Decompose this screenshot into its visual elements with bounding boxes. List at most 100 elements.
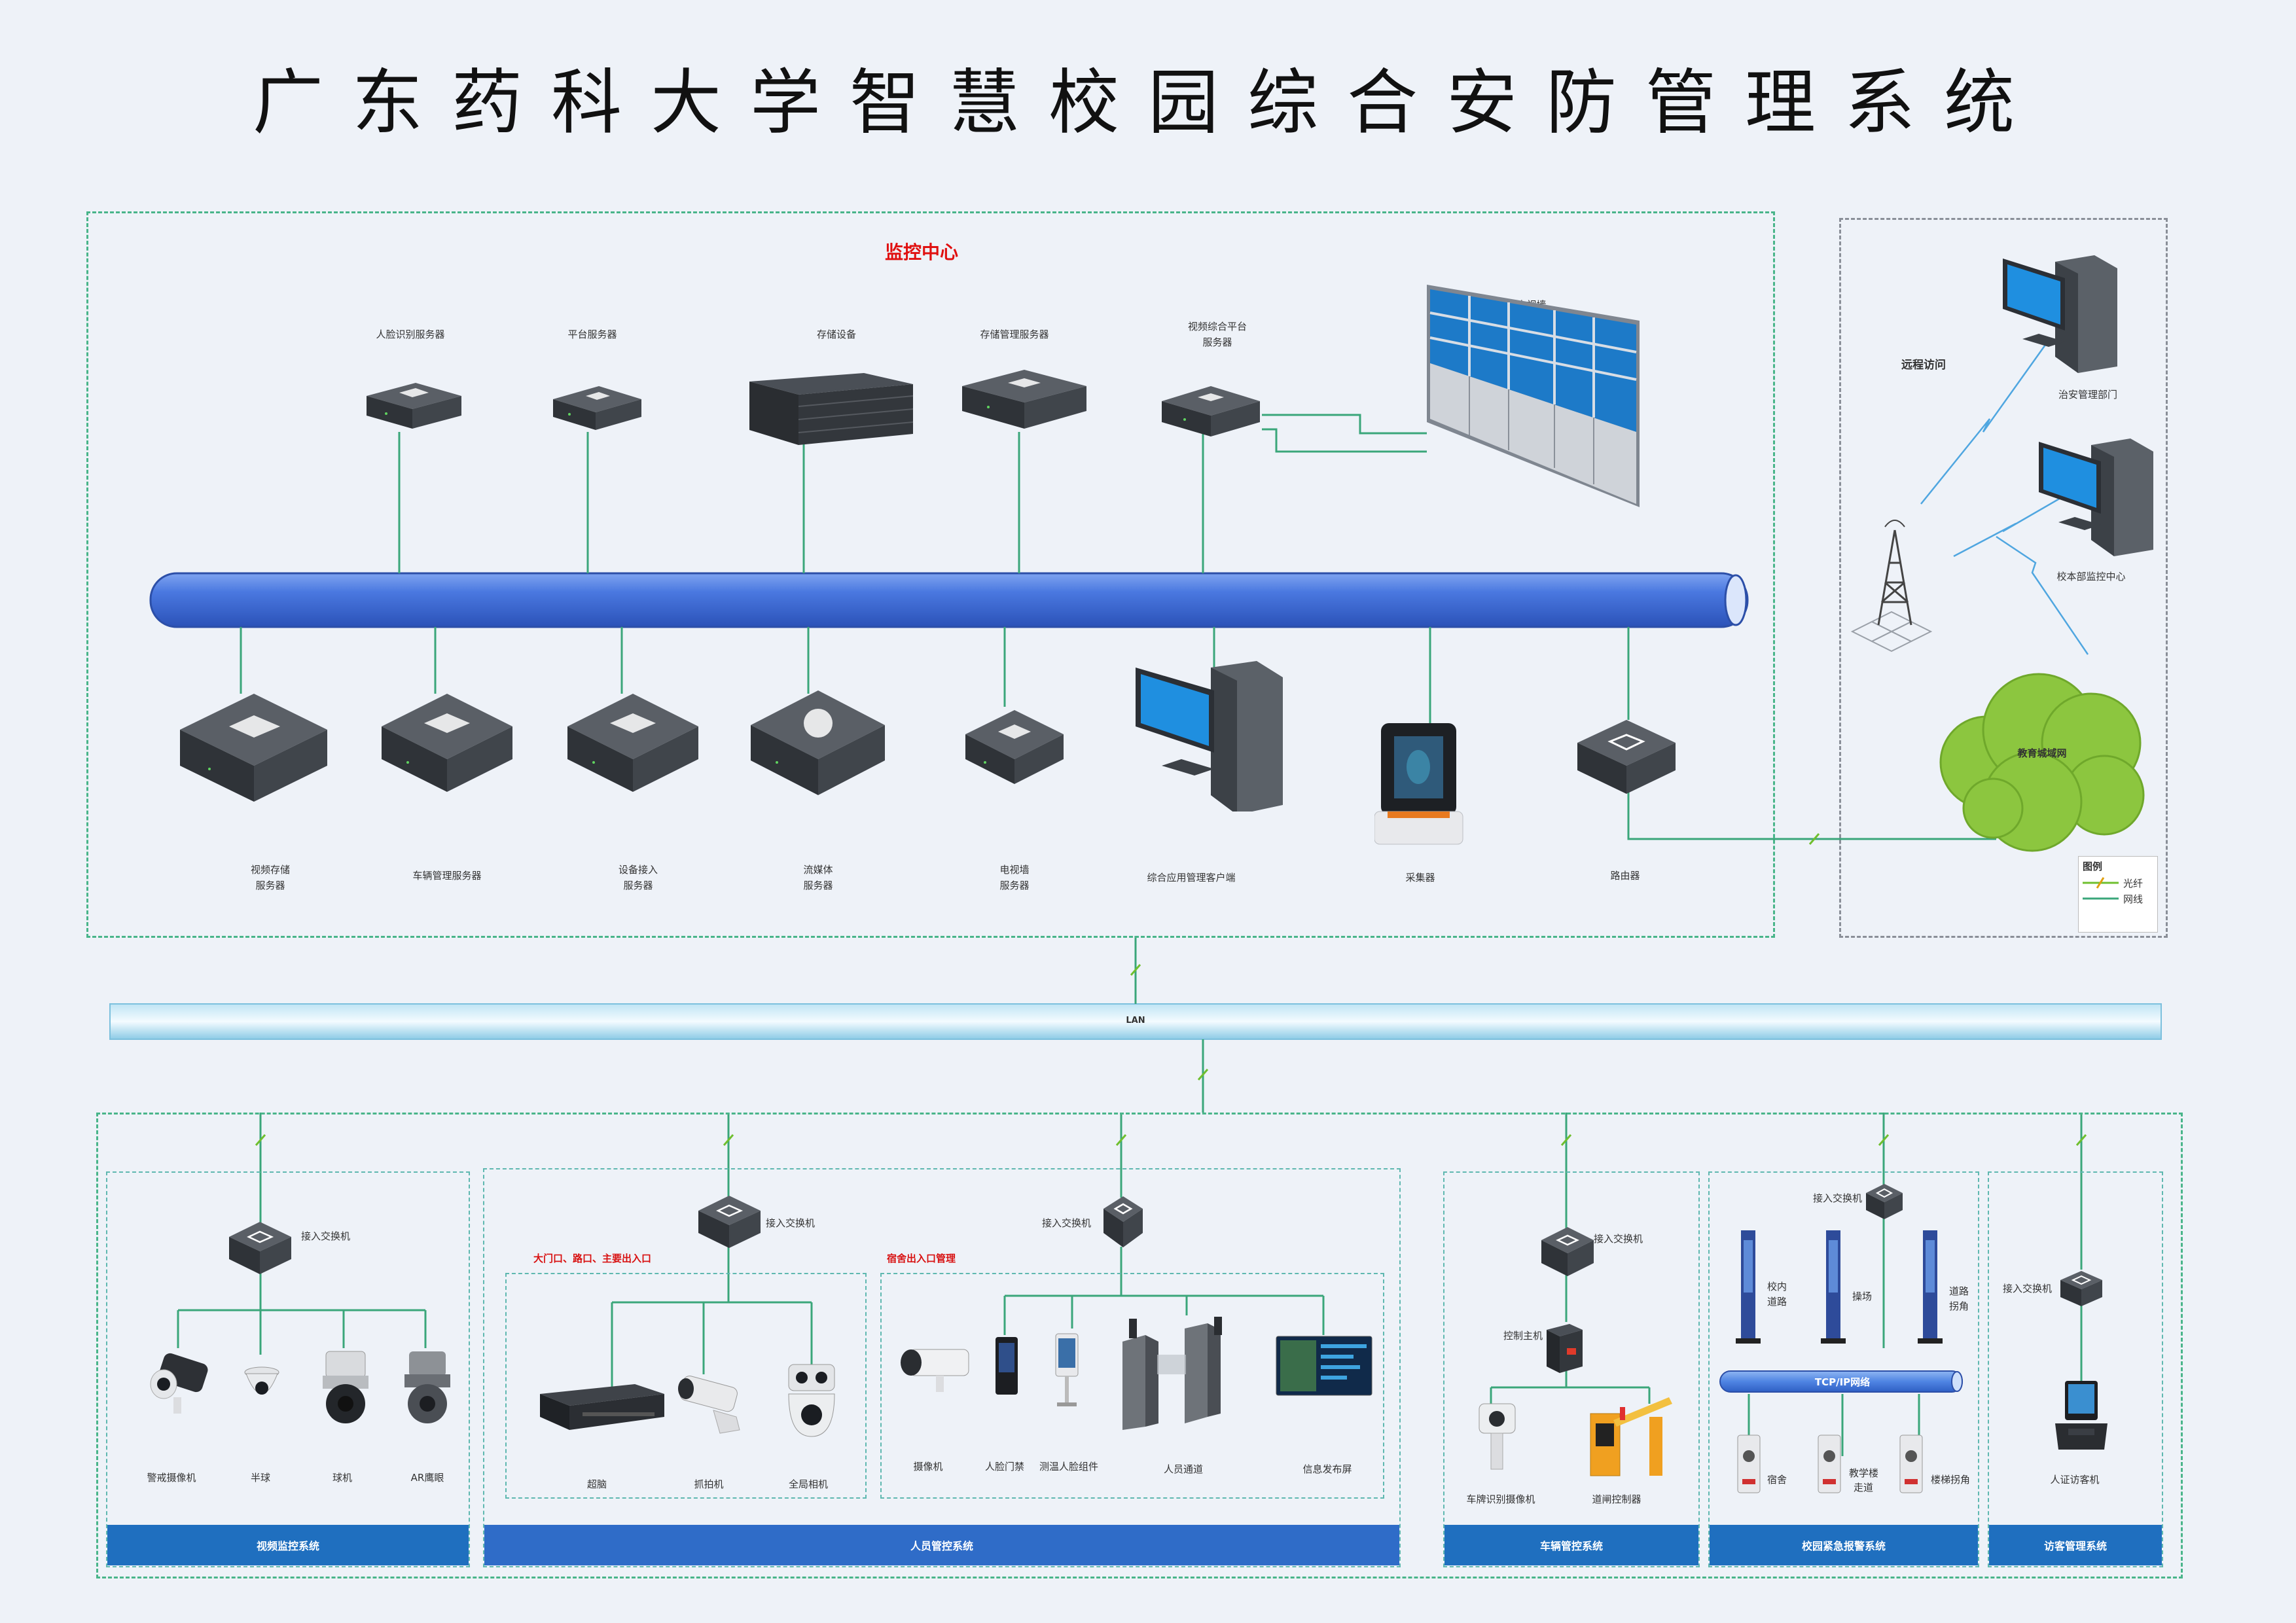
video-platform-label: 视频综合平台 [1187,321,1247,332]
legend: 图例 光纤 网线 [2078,856,2158,933]
tcpip-label: TCP/IP网络 [1814,1376,1871,1388]
turnstile-icon [1122,1317,1222,1430]
dorm-camera-icon [901,1349,969,1392]
platform-server-label: 平台服务器 [567,329,617,340]
turnstile-label: 人员通道 [1163,1463,1204,1475]
alarm-subzone [1708,1171,1979,1567]
visitor-device-label: 人证访客机 [2050,1474,2100,1486]
video-storage-server-label: 视频存储 [250,864,291,876]
face-server-icon [367,383,461,429]
device-access-label-2: 服务器 [623,880,653,891]
smart-nvr-label: 超脑 [586,1478,607,1490]
people-group1-title: 大门口、路口、主要出入口 [533,1253,652,1264]
teaching-box-label: 教学楼 [1849,1467,1879,1479]
vehicle-system-bar: 车辆管控系统 [1444,1525,1698,1565]
remote-access-zone [1839,218,2168,938]
people-group2-title: 宿舍出入口管理 [887,1253,956,1264]
switch-label-vehicle: 接入交换机 [1594,1233,1643,1245]
column-label-3a: 道路 [1949,1285,1969,1297]
platform-server-icon [553,386,641,430]
visitor-subzone [1988,1171,2163,1567]
router-label: 路由器 [1610,870,1640,882]
ar-eagle-camera-icon [404,1351,450,1423]
computer-icon-2 [2039,438,2153,556]
radio-tower-icon [1850,520,1933,652]
device-access-server-icon [567,694,698,792]
tv-wall-icon [1427,285,1640,507]
computer-icon-1 [2003,255,2117,373]
face-door-label: 人脸门禁 [984,1461,1025,1472]
lan-label: LAN [1126,1016,1145,1026]
capture-camera-icon [678,1376,740,1434]
temp-face-icon [1055,1333,1079,1406]
vehicle-mgmt-server-label: 车辆管理服务器 [412,870,482,882]
subsystems-zone [96,1113,2183,1578]
alarm-box-icon-2 [1818,1435,1841,1493]
switch-icon-video [229,1222,291,1274]
vehicle-subzone [1443,1171,1700,1567]
barrier-gate-icon [1590,1397,1672,1476]
global-camera-icon [788,1364,835,1437]
people-group2-zone [880,1273,1384,1499]
column-label-1a: 校内 [1767,1281,1787,1293]
remote-access-title: 远程访问 [1901,359,1946,372]
lpr-camera-label: 车牌识别摄像机 [1466,1493,1535,1505]
lpr-camera-icon [1479,1403,1516,1470]
tv-wall-server-label-2: 服务器 [999,880,1030,891]
video-storage-server-label-2: 服务器 [255,880,285,891]
router-icon [1577,720,1676,794]
collector-label: 采集器 [1405,872,1435,883]
visitor-system-bar: 访客管理系统 [1989,1525,2162,1565]
monitor-center-title: 监控中心 [884,241,959,263]
control-host-icon [1547,1324,1583,1373]
client-computer-icon [1136,661,1283,812]
switch-label-video: 接入交换机 [301,1230,351,1242]
page-title: 广东药科大学智慧校园综合安防管理系统 [252,62,2043,144]
smart-nvr-icon [540,1384,664,1430]
temp-face-label: 测温人脸组件 [1039,1461,1099,1472]
column-label-1b: 道路 [1767,1296,1787,1308]
alarm-box-icon-1 [1737,1435,1761,1493]
video-platform-icon [1162,386,1260,437]
switch-icon-vehicle [1541,1227,1594,1276]
storage-mgmt-server-label: 存储管理服务器 [980,329,1049,340]
dorm-camera-label: 摄像机 [913,1461,943,1472]
legend-net-label: 网线 [2123,893,2144,905]
device-access-label: 设备接入 [618,864,658,876]
dome-camera-icon [244,1366,279,1395]
streaming-label-2: 服务器 [803,880,833,891]
vehicle-mgmt-server-icon [382,694,512,792]
storage-device-icon [749,373,914,445]
client-label: 综合应用管理客户端 [1147,872,1236,883]
core-network-pipe [149,572,1749,628]
dome-label: 半球 [250,1472,271,1484]
legend-title: 图例 [2083,861,2103,872]
switch-label-visitor: 接入交换机 [2003,1283,2053,1294]
alarm-column-icon-3 [1918,1230,1943,1344]
people-subzone [483,1168,1401,1567]
people-system-bar: 人员管控系统 [484,1525,1399,1565]
info-screen-label: 信息发布屏 [1302,1463,1352,1475]
face-server-label: 人脸识别服务器 [376,329,445,340]
bullet-camera-icon [150,1353,208,1414]
lan-pipe [109,1003,2162,1040]
alarm-column-icon-1 [1736,1230,1761,1344]
switch-label-people-2: 接入交换机 [1042,1217,1092,1229]
dept1-label: 治安管理部门 [2058,389,2118,401]
column-label-2: 操场 [1852,1291,1873,1302]
streaming-label: 流媒体 [803,864,833,876]
visitor-kiosk-icon [2055,1381,2108,1450]
tv-wall-server-icon [965,710,1064,784]
switch-label-people-1: 接入交换机 [766,1217,816,1229]
dorm-box-label: 宿舍 [1767,1474,1787,1486]
ptz-camera-icon [323,1351,368,1423]
ar-eagle-label: AR鹰眼 [410,1472,444,1484]
alert-camera-label: 警戒摄像机 [147,1472,196,1484]
global-camera-label: 全局相机 [788,1478,829,1490]
tv-wall-server-label: 电视墙 [999,864,1030,876]
monitor-center-zone [86,211,1775,938]
control-host-label: 控制主机 [1503,1330,1543,1342]
switch-icon-people-1 [698,1196,761,1248]
storage-mgmt-server-icon [962,370,1086,429]
